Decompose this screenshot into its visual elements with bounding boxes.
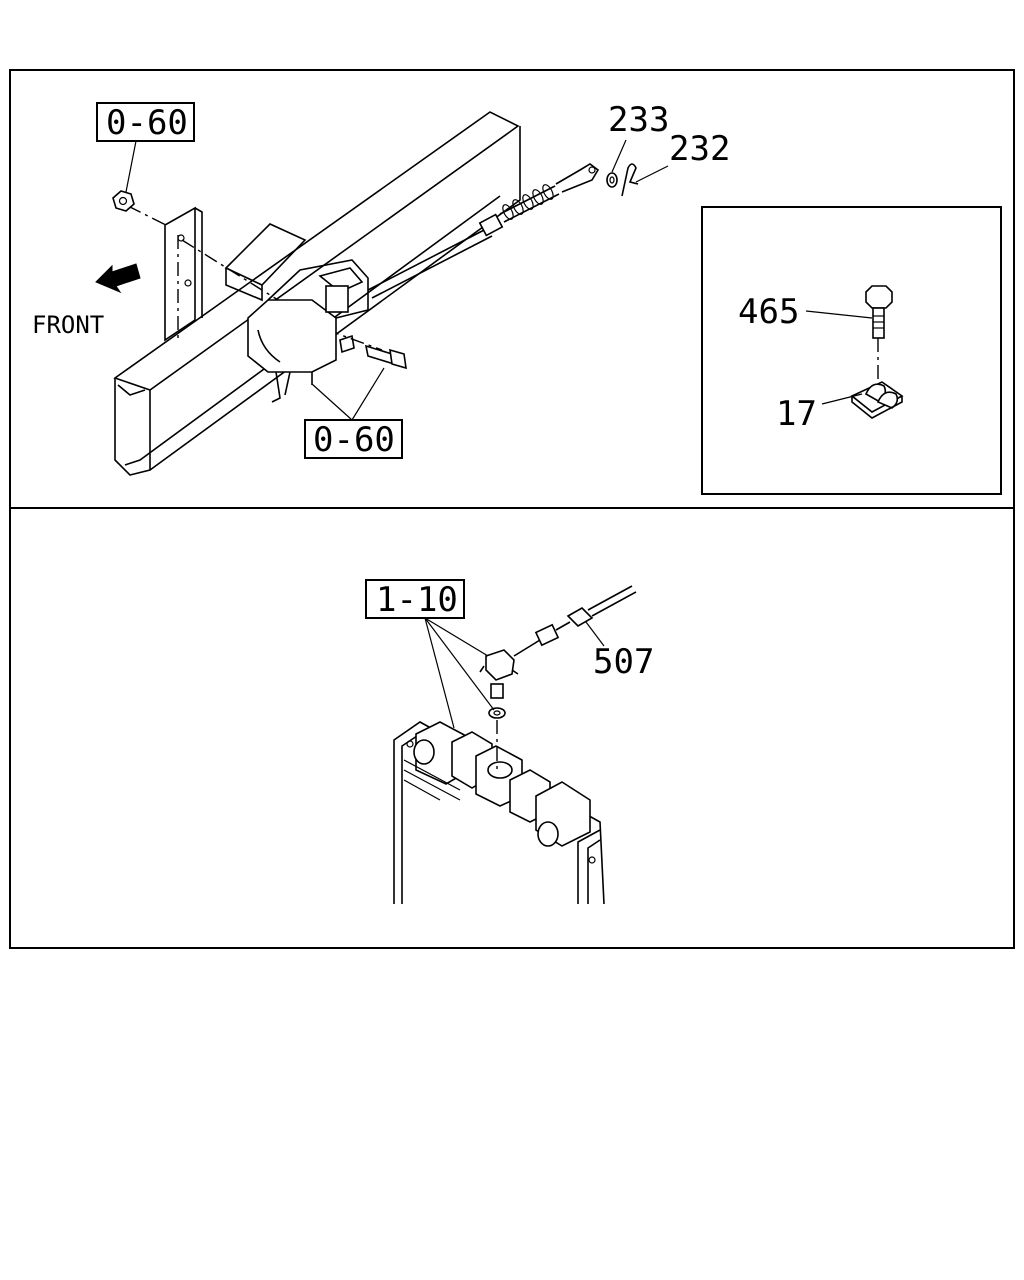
nut-drawing (112, 190, 135, 212)
part-465-label: 465 (738, 292, 799, 332)
part-232-label: 232 (669, 129, 730, 169)
harness-507-drawing (566, 585, 637, 627)
part-233-label: 233 (608, 100, 669, 140)
front-label: FRONT (32, 311, 104, 339)
ref-box-bottom: 0-60 (313, 420, 395, 460)
mounting-dashed-lines (127, 205, 383, 351)
part-17-label: 17 (776, 394, 817, 434)
ref-box-bottom-frame (304, 419, 403, 459)
bolt-drawing (364, 344, 407, 370)
front-arrow-icon (95, 263, 141, 294)
part-507-label: 507 (593, 642, 654, 682)
ref-box-top-frame (96, 102, 195, 142)
inset-clip-drawing (850, 381, 904, 419)
ref-box-1-10-frame (365, 579, 465, 619)
inset-bolt-drawing (865, 285, 893, 392)
water-temp-sensor-drawing (479, 621, 571, 770)
radiator-drawing (393, 721, 605, 905)
ref-box-1-10: 1-10 (376, 580, 458, 620)
clip-232-drawing (621, 163, 639, 197)
control-cable-drawing (367, 163, 600, 299)
washer-233-drawing (606, 172, 618, 188)
inset-frame (701, 206, 1002, 495)
bottom-panel-frame (9, 507, 1015, 949)
ref-box-top: 0-60 (106, 103, 188, 143)
exhaust-brake-unit (247, 259, 369, 403)
